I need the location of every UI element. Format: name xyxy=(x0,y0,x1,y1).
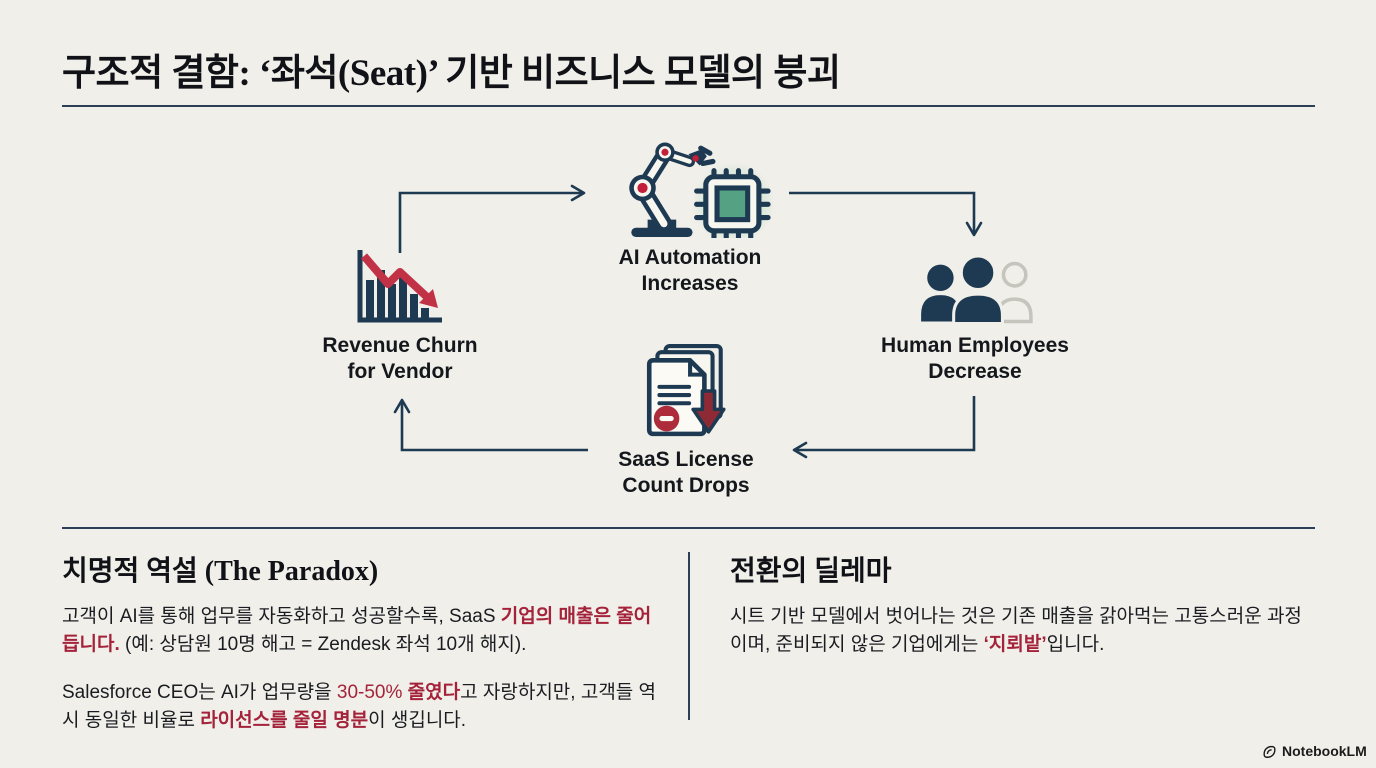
documents-minus-arrow-icon xyxy=(646,344,726,437)
declining-bar-chart-icon xyxy=(357,250,442,323)
paradox-paragraph-1: 고객이 AI를 통해 업무를 자동화하고 성공할수록, SaaS 기업의 매출은… xyxy=(62,606,652,655)
brand-footer: NotebookLM xyxy=(1261,742,1367,759)
node-label: Revenue Churn for Vendor xyxy=(322,334,478,383)
highlight-revenue-drop: 기업의 매출은 줄어듭니다. xyxy=(62,606,652,655)
highlight-minefield: ‘지뢰밭’ xyxy=(983,634,1047,655)
node-ai-automation: AI Automation Increases xyxy=(560,140,820,297)
dilemma-heading: 전환의 딜레마 xyxy=(730,556,892,587)
arrow-revenue-to-ai xyxy=(398,184,586,253)
people-decrease-icon xyxy=(921,256,1033,326)
node-label: SaaS License Count Drops xyxy=(618,448,754,497)
arrow-saas-to-revenue xyxy=(393,398,588,452)
page-title: 구조적 결함: ‘좌석(Seat)’ 기반 비즈니스 모델의 붕괴 xyxy=(62,53,841,94)
node-saas-license: SaaS License Count Drops xyxy=(576,344,796,499)
highlight-license-cut: 라이선스를 줄일 명분 xyxy=(200,710,369,731)
title-divider xyxy=(62,105,1315,107)
section-dilemma: 전환의 딜레마 시트 기반 모델에서 벗어나는 것은 기존 매출을 갉아먹는 고… xyxy=(730,549,1318,659)
brand-label: NotebookLM xyxy=(1282,742,1367,759)
dilemma-paragraph: 시트 기반 모델에서 벗어나는 것은 기존 매출을 갉아먹는 고통스러운 과정이… xyxy=(730,606,1302,655)
highlight-30-50: 30-50% xyxy=(336,682,408,703)
notebooklm-logo-icon xyxy=(1263,745,1276,758)
node-label: Human Employees Decrease xyxy=(881,334,1069,383)
node-revenue-churn: Revenue Churn for Vendor xyxy=(285,248,515,385)
robot-arm-chip-icon xyxy=(628,142,773,238)
column-divider xyxy=(688,552,690,720)
paradox-paragraph-2: Salesforce CEO는 AI가 업무량을 30-50% 줄였다고 자랑하… xyxy=(62,682,657,731)
node-human-employees: Human Employees Decrease xyxy=(845,256,1105,385)
section-divider xyxy=(62,527,1315,529)
section-paradox: 치명적 역설 (The Paradox) 고객이 AI를 통해 업무를 자동화하… xyxy=(62,549,662,735)
node-label: AI Automation Increases xyxy=(618,246,762,295)
highlight-reduced: 줄였다 xyxy=(407,682,461,703)
paradox-heading: 치명적 역설 (The Paradox) xyxy=(62,556,379,587)
arrow-humans-to-saas xyxy=(792,396,976,459)
